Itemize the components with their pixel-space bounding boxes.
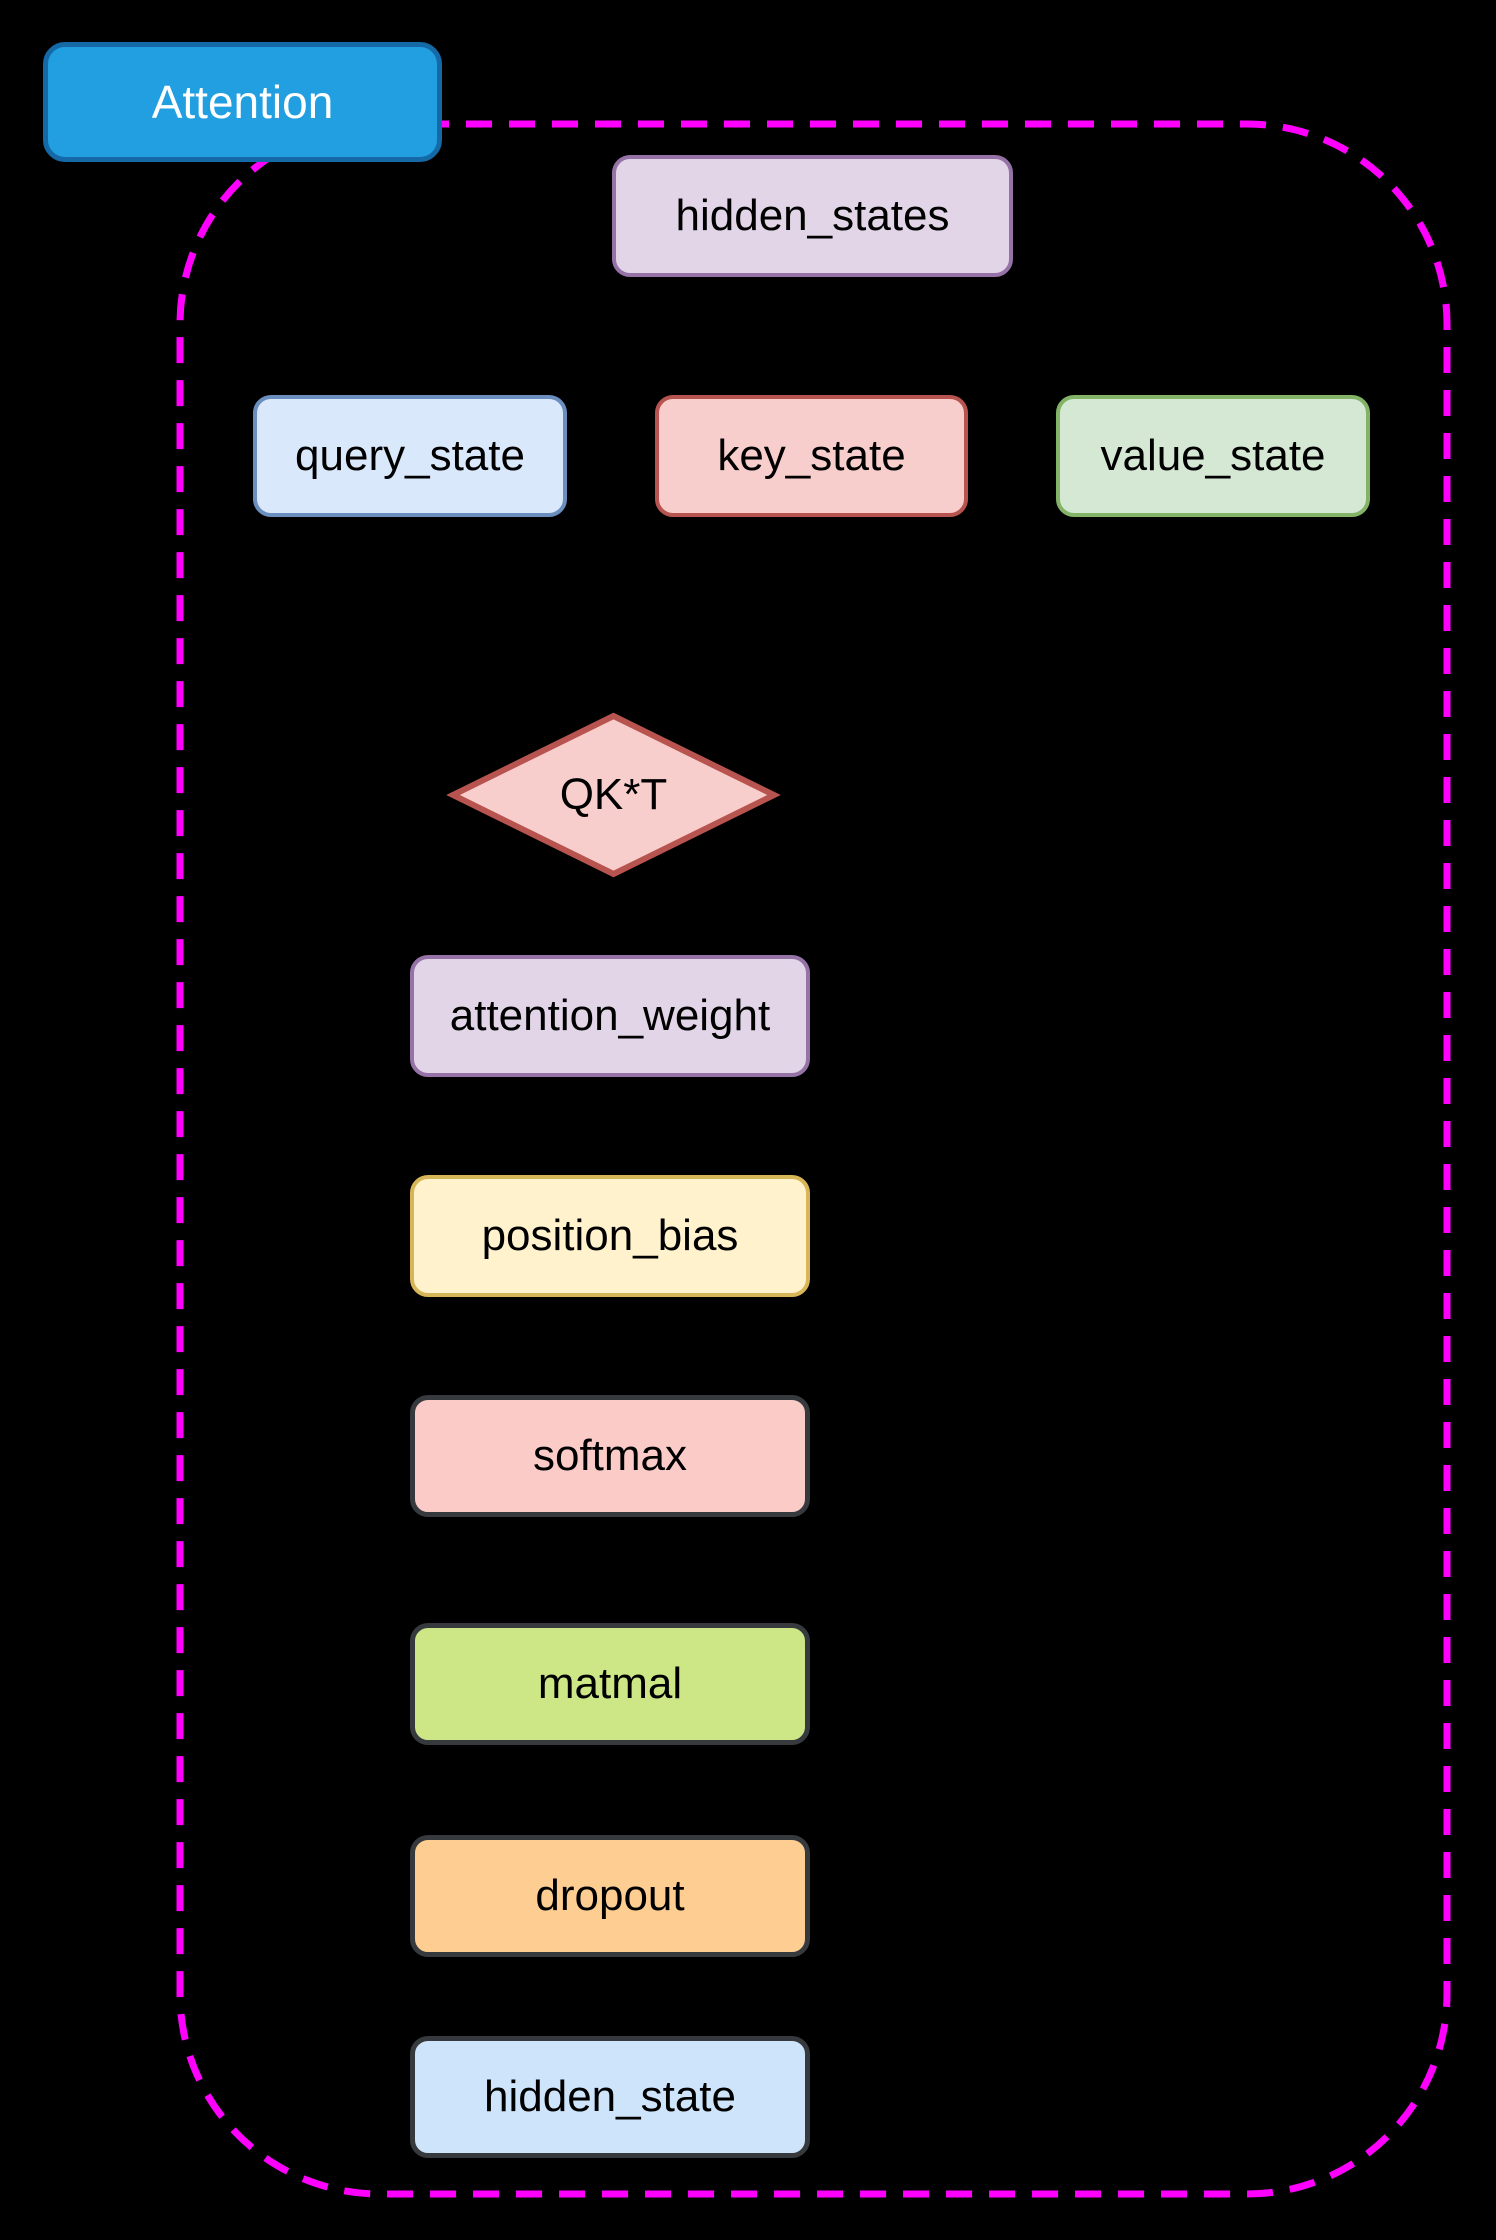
node-matmal: matmal (410, 1623, 810, 1745)
node-key-state: key_state (655, 395, 968, 517)
node-value-state: value_state (1056, 395, 1370, 517)
attention-title-tab: Attention (43, 42, 442, 162)
node-attention-weight: attention_weight (410, 955, 810, 1077)
node-dropout: dropout (410, 1835, 810, 1957)
node-position-bias: position_bias (410, 1175, 810, 1297)
node-qkt-label: QK*T (559, 770, 668, 819)
node-hidden-states: hidden_states (612, 155, 1013, 277)
group-dashed-border (176, 120, 1451, 2198)
node-hidden-state: hidden_state (410, 2036, 810, 2158)
node-softmax: softmax (410, 1395, 810, 1517)
node-query-state: query_state (253, 395, 567, 517)
qkt-diamond-shape (446, 712, 781, 878)
